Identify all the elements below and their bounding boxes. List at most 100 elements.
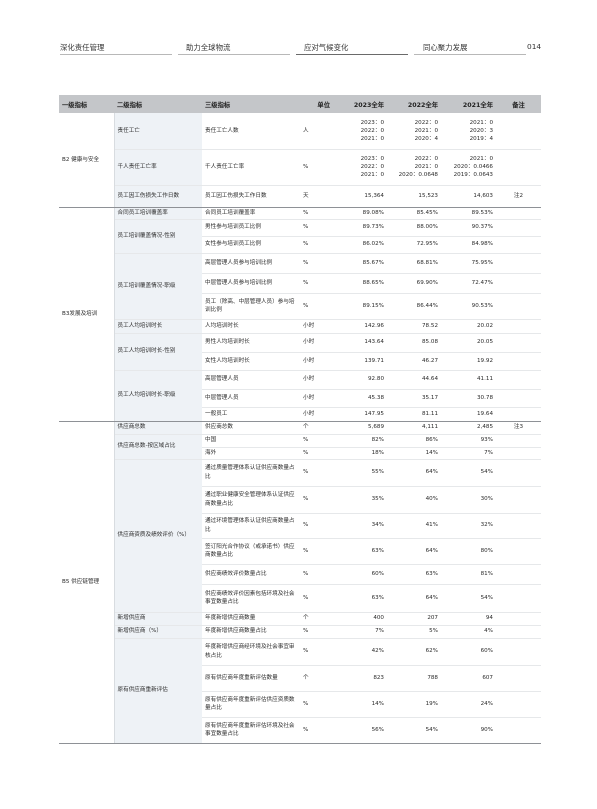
- level3-indicator-cell: 合同员工培训覆盖率: [202, 207, 300, 220]
- value-line: 2023：0: [360, 119, 384, 126]
- value-line: 2020：4: [414, 135, 438, 142]
- header-cell: 2023全年: [333, 95, 387, 113]
- value-cell-2023: 88.65%: [333, 273, 387, 294]
- unit-cell: %: [300, 459, 333, 487]
- value-cell-2022: 35.17: [387, 389, 441, 408]
- level3-indicator-cell: 中层管理人员参与培训比例: [202, 273, 300, 294]
- header-cell: 一级指标: [59, 95, 114, 113]
- note-cell: [496, 513, 541, 539]
- nav-item-logistics[interactable]: 助力全球物流: [186, 43, 231, 52]
- level3-indicator-cell: 通过环境管理体系认证供应商数量占比: [202, 513, 300, 539]
- value-cell-2021: 32%: [441, 513, 496, 539]
- table-row: 新增供应商（%）年度新增供应商数量占比%7%5%4%: [59, 625, 541, 639]
- header-cell: 二级指标: [114, 95, 202, 113]
- value-cell-2022: 15,523: [387, 185, 441, 208]
- value-cell-2022: 40%: [387, 486, 441, 514]
- value-cell-2022: 207: [387, 612, 441, 626]
- value-cell-2021: 2,485: [441, 421, 496, 435]
- nav-item-climate[interactable]: 应对气候变化: [304, 43, 349, 52]
- nav-item-responsibility[interactable]: 深化责任管理: [60, 43, 105, 52]
- value-cell-2021: 72.47%: [441, 273, 496, 294]
- table-row: 海外%18%14%7%: [59, 447, 541, 460]
- value-cell-2021: 19.92: [441, 352, 496, 371]
- unit-cell: %: [300, 513, 333, 539]
- nav-divider: [178, 54, 290, 55]
- level3-indicator-cell: 供应商总数: [202, 421, 300, 435]
- value-line: 2020：3: [469, 127, 493, 134]
- unit-cell: %: [300, 253, 333, 274]
- unit-cell: 小时: [300, 319, 333, 334]
- value-cell-2022: 41%: [387, 513, 441, 539]
- value-cell-2022: 44.64: [387, 370, 441, 390]
- value-cell-2021: 84.98%: [441, 236, 496, 254]
- level3-indicator-cell: 供应商绩效评价数量占比: [202, 564, 300, 585]
- note-cell: [496, 219, 541, 237]
- value-cell-2022: 19%: [387, 691, 441, 718]
- header-cell: 2022全年: [387, 95, 441, 113]
- level2-indicator-cell: 新增供应商（%）: [114, 625, 202, 639]
- table-row: 原有供应商重新评估年度新增供应商经环境及社会事宜审核占比%42%62%60%: [59, 638, 541, 744]
- value-cell-2021: 81%: [441, 564, 496, 585]
- value-cell-2023: 92.80: [333, 370, 387, 390]
- nav-item-development[interactable]: 同心聚力发展: [423, 43, 468, 52]
- unit-cell: 小时: [300, 407, 333, 422]
- level3-indicator-cell: 原有供应商年度重新评估环境及社会事宜数量占比: [202, 717, 300, 744]
- table-row: 签订阳光合作协议（或承诺书）供应商数量占比%63%64%80%: [59, 538, 541, 565]
- unit-cell: %: [300, 149, 333, 186]
- value-cell-2022: 64%: [387, 538, 441, 565]
- level2-indicator-cell: 供应商资质及绩效评价（%）: [114, 459, 202, 613]
- value-cell-2023: 60%: [333, 564, 387, 585]
- unit-cell: 个: [300, 421, 333, 435]
- value-cell-2021: 19.64: [441, 407, 496, 422]
- value-cell-2022: 81.11: [387, 407, 441, 422]
- value-line: 2021：0: [360, 135, 384, 142]
- value-cell-2023: 45.38: [333, 389, 387, 408]
- level3-indicator-cell: 人均培训时长: [202, 319, 300, 334]
- value-line: 2019：4: [469, 135, 493, 142]
- table-row: 员工培训覆盖情况-职级高层管理人员参与培训比例%85.67%68.81%75.9…: [59, 253, 541, 320]
- unit-cell: 天: [300, 185, 333, 208]
- note-cell: 注3: [496, 421, 541, 435]
- note-cell: [496, 407, 541, 422]
- value-cell-2021: 54%: [441, 459, 496, 487]
- level3-indicator-cell: 男性人均培训时长: [202, 333, 300, 353]
- level3-indicator-cell: 通过职业健康安全管理体系认证供应商数量占比: [202, 486, 300, 514]
- value-cell-2021: 60%: [441, 638, 496, 666]
- unit-cell: %: [300, 207, 333, 220]
- unit-cell: %: [300, 717, 333, 744]
- value-cell-2022: 46.27: [387, 352, 441, 371]
- value-cell-2021: 4%: [441, 625, 496, 639]
- level3-indicator-cell: 海外: [202, 447, 300, 460]
- value-cell-2022: 72.95%: [387, 236, 441, 254]
- level2-indicator-cell: 原有供应商重新评估: [114, 638, 202, 744]
- level3-indicator-cell: 女性人均培训时长: [202, 352, 300, 371]
- note-cell: [496, 638, 541, 666]
- value-cell-2021: 30%: [441, 486, 496, 514]
- table-row: 中层管理人员参与培训比例%88.65%69.90%72.47%: [59, 273, 541, 294]
- value-cell-2023: 89.15%: [333, 293, 387, 320]
- value-cell-2021: 93%: [441, 434, 496, 448]
- value-line: 2021：0: [414, 127, 438, 134]
- value-cell-2022: 62%: [387, 638, 441, 666]
- unit-cell: 小时: [300, 389, 333, 408]
- value-line: 2022：0: [360, 163, 384, 170]
- value-line: 2020：0.0648: [398, 172, 438, 179]
- note-cell: [496, 434, 541, 448]
- level3-indicator-cell: 年度新增供应商数量占比: [202, 625, 300, 639]
- value-cell-2023: 82%: [333, 434, 387, 448]
- value-cell-2021: 607: [441, 665, 496, 692]
- value-cell-2022: 68.81%: [387, 253, 441, 274]
- unit-cell: %: [300, 434, 333, 448]
- value-cell-2022: 88.00%: [387, 219, 441, 237]
- level1-indicator-cell: B5 供应链管理: [59, 421, 115, 744]
- value-cell-2023: 15,364: [333, 185, 387, 208]
- value-cell-2023: 35%: [333, 486, 387, 514]
- note-cell: [496, 293, 541, 320]
- value-cell-2022: 5%: [387, 625, 441, 639]
